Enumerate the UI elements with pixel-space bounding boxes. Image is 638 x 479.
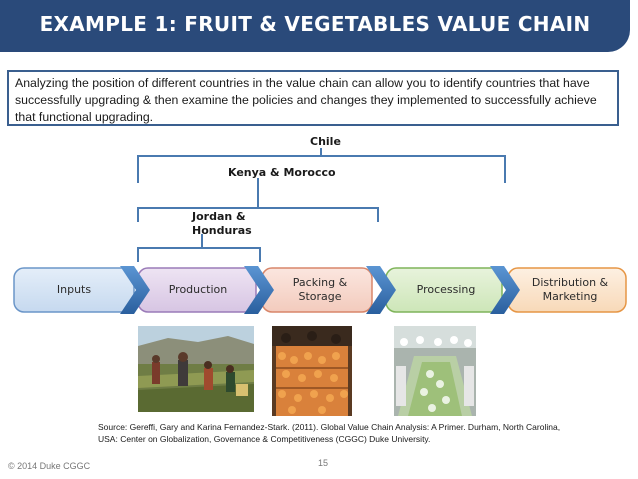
packing-label-line2: Storage — [298, 290, 342, 303]
arrow-4 — [490, 266, 520, 314]
photo-packing-storage — [272, 326, 352, 416]
kenya-morocco-label: Kenya & Morocco — [228, 166, 336, 179]
page-number: 15 — [318, 458, 329, 468]
intro-text-box: Analyzing the position of different coun… — [7, 70, 619, 126]
jordan-honduras-label-line2: Honduras — [192, 224, 252, 237]
arrow-3 — [366, 266, 396, 314]
chile-label: Chile — [310, 135, 341, 148]
slide-title: EXAMPLE 1: FRUIT & VEGETABLES VALUE CHAI… — [39, 12, 591, 36]
processing-label: Processing — [416, 283, 476, 296]
title-bar — [0, 0, 630, 52]
inputs-label: Inputs — [56, 283, 92, 296]
arrow-2 — [244, 266, 274, 314]
photo-processing-line — [394, 326, 476, 416]
distribution-label-line1: Distribution & — [531, 276, 609, 289]
jordan-honduras-bracket — [137, 247, 261, 262]
packing-label-line1: Packing & — [292, 276, 348, 289]
distribution-label-line2: Marketing — [542, 290, 598, 303]
copyright-footer: © 2014 Duke CGGC — [8, 461, 91, 471]
inputs-box — [13, 267, 135, 313]
jordan-honduras-label-line1: Jordan & — [192, 210, 246, 223]
production-label: Production — [168, 283, 228, 296]
arrow-1 — [120, 266, 150, 314]
source-citation: Source: Gereffi, Gary and Karina Fernand… — [98, 422, 561, 444]
photo-farm-workers — [138, 326, 254, 412]
